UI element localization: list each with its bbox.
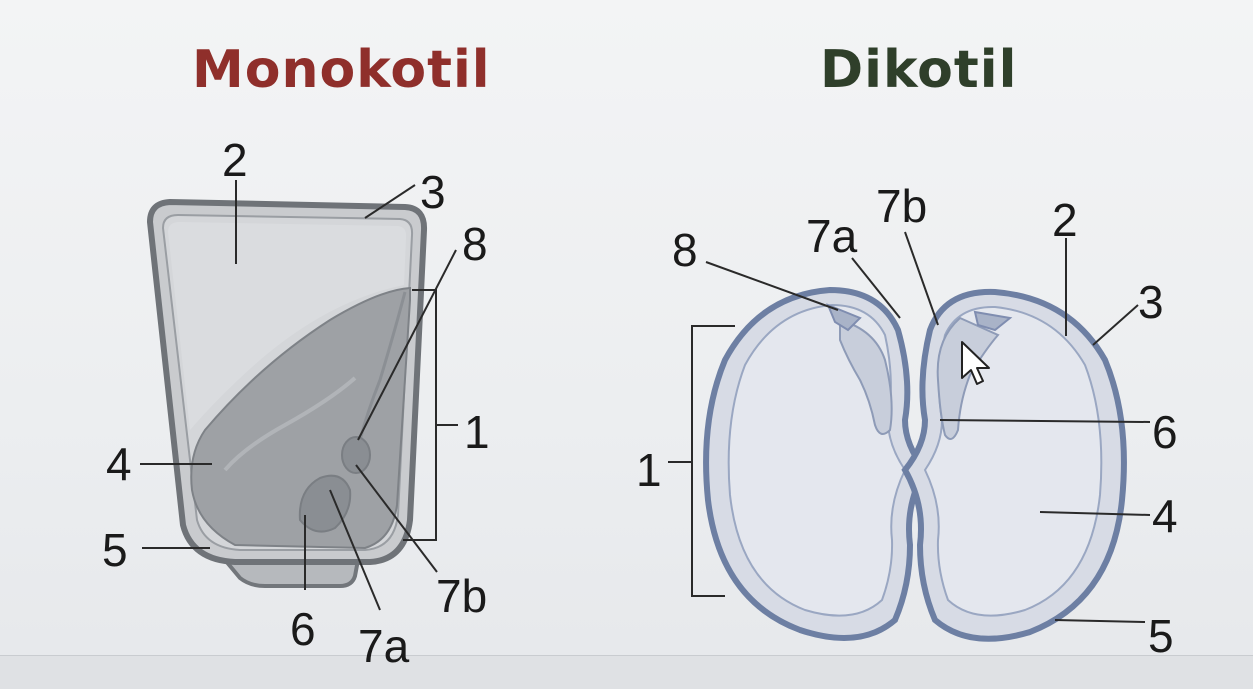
- dicot-label-5: 5: [1148, 610, 1174, 662]
- monocot-label-7a: 7a: [358, 620, 410, 672]
- dicot-label-1: 1: [636, 444, 662, 496]
- monocot-label-2: 2: [222, 134, 248, 186]
- dicot-leader-8: [706, 262, 838, 310]
- monocot-label-8: 8: [462, 218, 488, 270]
- dicot-label-2: 2: [1052, 194, 1078, 246]
- dicot-label-8: 8: [672, 224, 698, 276]
- monocot-label-7b: 7b: [436, 570, 487, 622]
- monocot-label-6: 6: [290, 603, 316, 655]
- monocot-label-1: 1: [464, 406, 490, 458]
- dicot-label-7a: 7a: [806, 210, 858, 262]
- dicot-leader-5: [1055, 620, 1145, 622]
- monocot-label-3: 3: [420, 166, 446, 218]
- dicot-label-6: 6: [1152, 406, 1178, 458]
- monocot-label-5: 5: [102, 524, 128, 576]
- dicot-label-7b: 7b: [876, 180, 927, 232]
- dicot-leader-3: [1093, 305, 1138, 345]
- dicot-label-3: 3: [1138, 276, 1164, 328]
- monocot-plumule: [342, 437, 370, 473]
- dicot-seed: 8 7a 7b 2 3 1 6 4 5: [636, 180, 1178, 662]
- monocot-label-4: 4: [106, 438, 132, 490]
- dicot-label-4: 4: [1152, 490, 1178, 542]
- monocot-seed: 2 3 8 1 4 5 7b 6 7a: [102, 134, 490, 672]
- dicot-leader-7b: [905, 232, 938, 325]
